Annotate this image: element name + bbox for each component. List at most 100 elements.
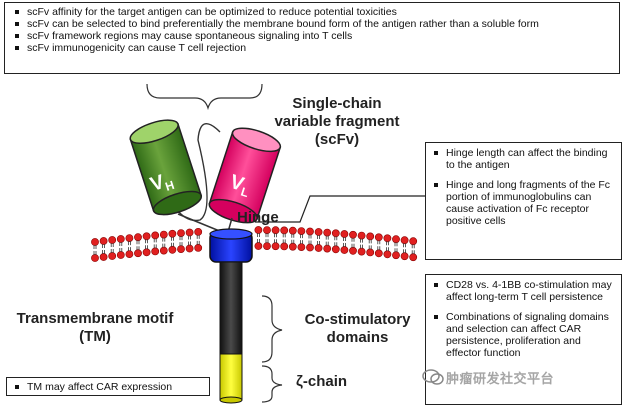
lipid-head — [383, 250, 392, 259]
lipid-head — [392, 251, 400, 260]
hinge-notes-box: Hinge length can affect the binding to t… — [425, 142, 622, 260]
costim-notes-box: CD28 vs. 4-1BB co-stimulation may affect… — [425, 274, 622, 405]
lipid-tail — [171, 242, 174, 247]
transmembrane-label: Transmembrane motif (TM) — [16, 310, 174, 345]
lipid-tail — [188, 235, 191, 240]
lipid-head — [91, 238, 99, 246]
lipid-head — [297, 243, 306, 251]
lipid-head — [125, 234, 134, 242]
lipid-head — [366, 232, 375, 241]
lipid-head — [306, 243, 314, 252]
lipid-head — [91, 254, 99, 262]
lipid-tail — [411, 244, 415, 249]
lipid-head — [357, 247, 366, 256]
lipid-head — [159, 230, 168, 239]
lipid-tail — [274, 233, 277, 238]
lipid-head — [409, 237, 418, 246]
lipid-head — [185, 228, 194, 237]
hinge-label: Hinge — [237, 209, 279, 226]
lipid-head — [271, 226, 280, 235]
wechat-icon — [422, 369, 444, 385]
lipid-head — [168, 229, 177, 238]
lipid-tail — [394, 242, 398, 247]
costim-label: Co-stimulatory domains — [304, 311, 411, 346]
lipid-head — [340, 230, 349, 238]
lipid-head — [331, 245, 340, 254]
vl-letter: VL — [226, 171, 253, 200]
lipid-head — [194, 227, 203, 236]
lipid-head — [151, 247, 160, 256]
lipid-head — [194, 243, 203, 252]
lipid-tail — [368, 245, 372, 250]
costim-note: CD28 vs. 4-1BB co-stimulation may affect… — [430, 279, 617, 303]
lipid-tail — [325, 241, 329, 246]
lipid-tail — [308, 240, 312, 245]
scfv-note: scFv framework regions may cause spontan… — [11, 30, 613, 42]
lipid-head — [280, 242, 289, 251]
lipid-head — [323, 244, 332, 253]
lipid-tail — [110, 249, 114, 253]
lipid-tail — [102, 250, 105, 254]
lipid-head — [134, 249, 142, 258]
scfv-note: scFv immunogenicity can cause T cell rej… — [11, 42, 613, 54]
lipid-tail — [257, 239, 260, 243]
lipid-tail — [162, 243, 166, 248]
lipid-head — [108, 236, 117, 244]
scfv-note: scFv can be selected to bind preferentia… — [11, 18, 613, 30]
zeta-chain-label: ζ-chain — [296, 373, 348, 390]
lipid-head — [392, 235, 400, 244]
watermark-text: 肿瘤研发社交平台 — [446, 371, 555, 386]
lipid-head — [134, 233, 142, 242]
lipid-tail — [282, 239, 286, 244]
lipid-tail — [291, 239, 295, 244]
lipid-head — [263, 242, 271, 250]
lipid-head — [116, 251, 125, 259]
lipid-tail — [343, 237, 346, 241]
lipid-tail — [317, 241, 320, 245]
lipid-tail — [274, 239, 277, 244]
lipid-tail — [110, 243, 114, 247]
lipid-head — [400, 252, 409, 261]
lipid-tail — [265, 239, 269, 244]
lipid-tail — [386, 241, 389, 246]
lipid-tail — [343, 243, 346, 247]
lipid-head — [263, 226, 271, 234]
lipid-head — [177, 229, 185, 237]
lipid-tail — [308, 234, 312, 239]
lipid-head — [323, 228, 332, 237]
lipid-head — [314, 228, 323, 236]
lipid-tail — [360, 244, 363, 249]
lipid-head — [366, 248, 375, 257]
lipid-head — [177, 245, 185, 253]
lipid-head — [400, 236, 409, 245]
lipid-head — [125, 250, 134, 258]
lipid-head — [271, 242, 280, 251]
lipid-tail — [368, 239, 372, 244]
lipid-head — [185, 244, 194, 253]
lipid-tail — [136, 246, 140, 251]
lipid-tail — [360, 238, 363, 243]
hinge-note: Hinge length can affect the binding to t… — [430, 147, 617, 171]
lipid-tail — [257, 233, 260, 237]
lipid-tail — [317, 235, 320, 239]
lipid-head — [254, 242, 263, 250]
lipid-head — [108, 252, 117, 260]
zeta-chain-domain — [219, 353, 243, 401]
lipid-tail — [179, 242, 183, 247]
lipid-head — [254, 226, 263, 234]
lipid-tail — [196, 234, 200, 239]
lipid-tail — [265, 233, 269, 238]
lipid-head — [349, 230, 357, 239]
lipid-tail — [282, 233, 286, 238]
lipid-tail — [386, 247, 389, 252]
lipid-tail — [153, 238, 157, 243]
lipid-head — [331, 229, 340, 238]
lipid-head — [159, 246, 168, 255]
lipid-tail — [411, 250, 415, 255]
lipid-head — [340, 246, 349, 254]
cell-membrane — [91, 226, 418, 262]
lipid-head — [142, 232, 151, 241]
lipid-tail — [128, 241, 131, 246]
tm-note: TM may affect CAR expression — [11, 381, 205, 393]
